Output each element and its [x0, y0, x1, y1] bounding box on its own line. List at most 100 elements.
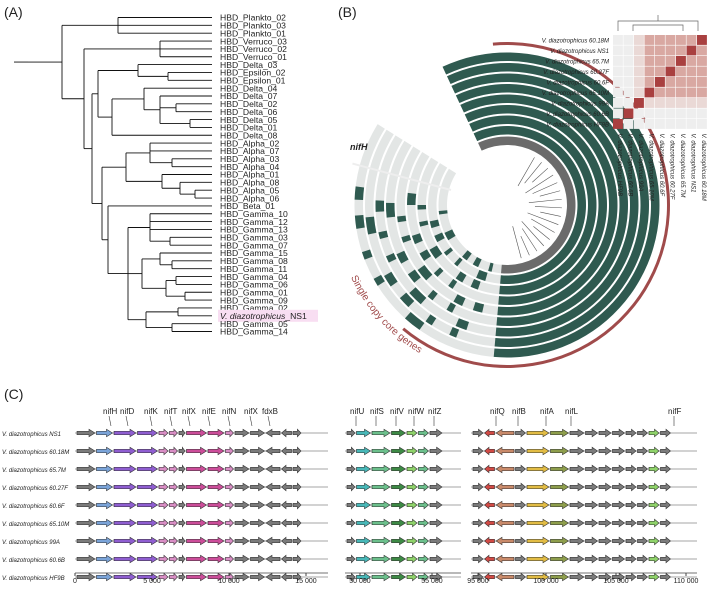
- gene-arrow: [96, 428, 114, 438]
- gene-arrow: [648, 446, 660, 456]
- gene-arrow: [660, 446, 671, 456]
- inner-dendrogram: [534, 206, 562, 209]
- gene-arrow: [598, 572, 612, 582]
- gene-arrow: [391, 464, 407, 474]
- tree-leaf-label: HBD_Plankto_02: [220, 13, 286, 23]
- heatmap-row-label: V. diazotrophicus 65.7M: [545, 60, 609, 66]
- gene-arrow: [598, 446, 612, 456]
- panel-c-label: (C): [4, 386, 24, 402]
- gene-arrow: [76, 518, 96, 528]
- gene-arrow: [515, 428, 526, 438]
- heatmap-col-label: V. diazotrophicus 60.6B: [627, 134, 633, 197]
- accessory-block: [384, 271, 398, 287]
- accessory-block: [373, 274, 385, 286]
- x-tick-label: 95 000: [467, 578, 489, 585]
- heatmap-row-label: V. diazotrophicus 60.6B: [546, 112, 609, 118]
- gene-label: fdxB: [262, 407, 278, 416]
- heatmap-cell: [623, 56, 634, 66]
- accessory-block: [454, 257, 463, 267]
- panel-a-label: (A): [4, 4, 23, 20]
- tree-leaf-label: HBD_Beta_01: [220, 201, 275, 211]
- gene-arrow: [550, 572, 570, 582]
- gene-arrow: [356, 518, 372, 528]
- heatmap-cell: [623, 45, 634, 56]
- gene-arrow: [346, 446, 356, 456]
- gene-arrow: [429, 518, 443, 528]
- gene-arrow: [660, 482, 671, 492]
- gene-arrow: [292, 536, 302, 546]
- tree-leaf-label: HBD_Gamma_10: [220, 209, 288, 219]
- accessory-block: [354, 186, 365, 200]
- gene-arrow: [158, 446, 169, 456]
- gene-arrow: [585, 446, 599, 456]
- heatmap-cell: [686, 98, 697, 108]
- gene-arrow: [346, 500, 356, 510]
- gene-arrow: [648, 572, 660, 582]
- gene-label-leader: [207, 415, 211, 427]
- heatmap-cell: [613, 66, 623, 77]
- gene-arrow: [113, 464, 137, 474]
- gene-arrow: [569, 518, 585, 528]
- gene-arrow: [612, 464, 626, 474]
- gene-arrow: [495, 518, 515, 528]
- tree-leaf-label: HBD_Gamma_11: [220, 264, 287, 274]
- accessory-block: [365, 216, 377, 235]
- gene-arrow: [406, 572, 418, 582]
- heatmap-cell: [676, 35, 686, 45]
- gene-arrow: [356, 500, 372, 510]
- gene-arrow: [113, 500, 137, 510]
- accessory-block: [399, 292, 415, 308]
- gene-label-leader: [125, 415, 129, 427]
- heatmap-cell: [634, 87, 644, 98]
- tree-leaf-label: HBD_Alpha_03: [220, 154, 279, 164]
- heatmap-cell: [644, 66, 655, 77]
- strain-row-label: V. diazotrophicus 65.10M: [2, 522, 69, 528]
- gene-arrow: [96, 536, 114, 546]
- heatmap-cell: [613, 98, 623, 108]
- gene-arrow: [281, 464, 292, 474]
- accessory-block: [354, 215, 365, 229]
- gene-arrow: [265, 428, 281, 438]
- gene-arrow: [637, 572, 648, 582]
- gene-arrow: [169, 464, 178, 474]
- gene-arrow: [371, 446, 391, 456]
- gene-label-leader: [108, 415, 112, 427]
- gene-arrow: [598, 482, 612, 492]
- inner-dendrogram: [521, 221, 545, 247]
- gene-arrow: [169, 554, 178, 564]
- gene-arrow: [472, 554, 484, 564]
- heatmap-cell: [665, 98, 676, 108]
- gene-arrow: [225, 554, 234, 564]
- heatmap-cell: [676, 119, 686, 129]
- tree-leaf-label: HBD_Delta_01: [220, 123, 278, 133]
- gene-arrow: [585, 482, 599, 492]
- gene-arrow: [484, 554, 495, 564]
- gene-arrow: [569, 464, 585, 474]
- gene-arrow: [418, 482, 429, 492]
- heatmap-cell: [655, 35, 665, 45]
- gene-arrow: [418, 446, 429, 456]
- gene-arrow: [76, 482, 96, 492]
- heatmap-cell: [665, 56, 676, 66]
- gene-arrow: [406, 500, 418, 510]
- accessory-block: [427, 289, 438, 301]
- x-tick-label: 0: [73, 578, 77, 585]
- gene-arrow: [207, 482, 225, 492]
- x-tick-label: 100 000: [533, 578, 558, 585]
- gene-arrow: [612, 518, 626, 528]
- accessory-block: [375, 200, 385, 212]
- gene-arrow: [391, 536, 407, 546]
- heatmap-cell: [613, 87, 623, 98]
- gene-arrow: [96, 554, 114, 564]
- gene-arrow: [648, 554, 660, 564]
- heatmap-cell: [644, 56, 655, 66]
- tree-leaf-label: HBD_Verruco_01: [220, 52, 287, 62]
- gene-arrow: [113, 554, 137, 564]
- gene-arrow: [250, 518, 266, 528]
- x-tick-label: 55 000: [421, 578, 443, 585]
- inner-dendrogram: [517, 157, 535, 187]
- tree-leaf-label: HBD_Verruco_03: [220, 36, 287, 46]
- inner-dendrogram: [525, 174, 554, 194]
- gene-arrow: [281, 428, 292, 438]
- gene-arrow: [406, 446, 418, 456]
